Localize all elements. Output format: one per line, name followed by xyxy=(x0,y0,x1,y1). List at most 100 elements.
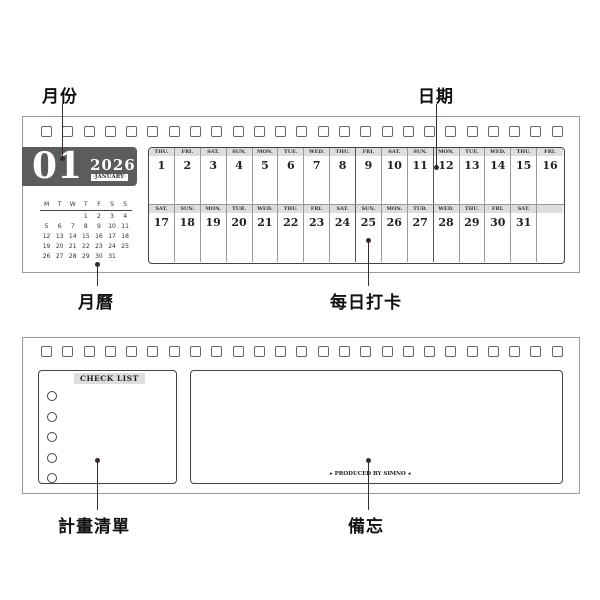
day-cell: SUN.11 xyxy=(407,148,434,205)
day-number: 13 xyxy=(464,159,480,172)
binding-hole xyxy=(424,346,436,357)
day-weekday: FRI. xyxy=(304,205,330,213)
mini-day: 9 xyxy=(97,223,101,230)
binding-hole xyxy=(189,126,201,137)
leader-dot xyxy=(366,458,371,463)
mini-weekday: W xyxy=(69,201,76,208)
binding-hole xyxy=(402,346,414,357)
day-cell: THU.8 xyxy=(330,148,356,205)
day-number: 22 xyxy=(283,216,299,229)
day-weekday xyxy=(537,205,563,213)
binding-hole xyxy=(445,126,457,137)
day-number: 2 xyxy=(183,159,192,172)
day-cell: FRI. 2 xyxy=(174,148,201,205)
binding-hole xyxy=(41,346,52,357)
day-number: 18 xyxy=(179,216,195,229)
leader-dot xyxy=(366,238,371,243)
binding-hole xyxy=(126,126,138,137)
day-cell: FRI.9 xyxy=(356,148,382,205)
binding-hole xyxy=(424,126,436,137)
day-weekday: SUN. xyxy=(226,148,252,156)
leader-checklist xyxy=(97,460,98,510)
binding-hole xyxy=(232,346,244,357)
binding-hole xyxy=(189,346,201,357)
day-number: 10 xyxy=(386,159,402,172)
day-weekday: WED. xyxy=(252,205,278,213)
day-number: 27 xyxy=(412,216,428,229)
mini-day: 24 xyxy=(108,243,116,250)
mini-day: 15 xyxy=(82,233,90,240)
day-weekday: THU. xyxy=(278,205,304,213)
mini-day: 16 xyxy=(95,233,103,240)
day-cell: SAT.24 xyxy=(330,205,356,262)
day-cell: SUN. 18 xyxy=(174,205,201,262)
binding-hole xyxy=(487,126,499,137)
checkbox-circle xyxy=(47,411,57,422)
mini-day: 25 xyxy=(121,243,129,250)
day-number: 30 xyxy=(490,216,506,229)
binding-hole xyxy=(83,346,95,357)
row-divider xyxy=(149,204,564,205)
binding-hole xyxy=(402,126,414,137)
binding-holes-bottom xyxy=(41,346,563,357)
month-name: ·JANUARY· xyxy=(91,174,128,181)
mini-weekday: M xyxy=(43,201,50,208)
leader-dot xyxy=(60,156,65,161)
year: 2026 xyxy=(90,156,136,174)
checkbox-circle xyxy=(47,452,57,463)
binding-hole xyxy=(275,346,287,357)
day-weekday: WED. xyxy=(433,205,459,213)
leader-dot xyxy=(434,165,439,170)
day-weekday: MON. xyxy=(200,205,226,213)
day-weekday: TUE. xyxy=(459,148,485,156)
leader-daily xyxy=(368,240,369,286)
binding-hole xyxy=(509,346,521,357)
mini-weekday: S xyxy=(110,201,114,208)
day-cell: SAT.3 xyxy=(200,148,227,205)
day-weekday: TUB. xyxy=(407,205,433,213)
mini-weekday: S xyxy=(123,201,128,208)
leader-dot xyxy=(95,458,100,463)
day-cell: THU. 1 xyxy=(149,148,175,205)
mini-day: 13 xyxy=(55,233,64,240)
day-cell: MON. 19 xyxy=(200,205,227,262)
day-weekday: SAT. xyxy=(149,205,174,213)
day-weekday: THU. xyxy=(330,148,355,156)
day-number: 5 xyxy=(261,159,269,172)
day-cell: TUR.20 xyxy=(226,205,253,262)
binding-hole xyxy=(253,346,265,357)
day-number: 21 xyxy=(257,216,273,229)
binding-hole xyxy=(551,126,563,137)
day-weekday: SUN. xyxy=(174,205,200,213)
leader-month xyxy=(62,104,63,158)
day-weekday: THU. xyxy=(149,148,174,156)
mini-day: 12 xyxy=(42,233,51,240)
binding-hole xyxy=(62,346,74,357)
mini-day xyxy=(53,212,66,222)
day-cell: FRI.16 xyxy=(537,148,563,205)
binding-hole xyxy=(530,126,542,137)
day-cell: WED.7 xyxy=(304,148,331,205)
mini-day: 7 xyxy=(70,223,75,230)
binding-hole xyxy=(296,346,308,357)
day-weekday: FRI. xyxy=(356,148,381,156)
day-number: 7 xyxy=(312,159,321,172)
day-number: 19 xyxy=(205,216,221,229)
mini-weekday: T xyxy=(83,201,88,208)
binding-hole xyxy=(551,346,563,357)
binding-hole xyxy=(317,126,329,137)
binding-hole xyxy=(275,126,287,137)
day-cell: SAT. 10 xyxy=(381,148,408,205)
day-weekday: SAT. xyxy=(381,148,407,156)
binding-hole xyxy=(168,346,180,357)
day-number: 1 xyxy=(157,159,166,172)
day-cell: THU.15 xyxy=(511,148,538,205)
mini-day: 2 xyxy=(97,213,101,220)
day-weekday: FRI. xyxy=(174,148,200,156)
label-checklist: 計畫清單 xyxy=(58,517,130,537)
month-number: 01 xyxy=(32,145,83,187)
mini-day: 21 xyxy=(68,243,77,250)
